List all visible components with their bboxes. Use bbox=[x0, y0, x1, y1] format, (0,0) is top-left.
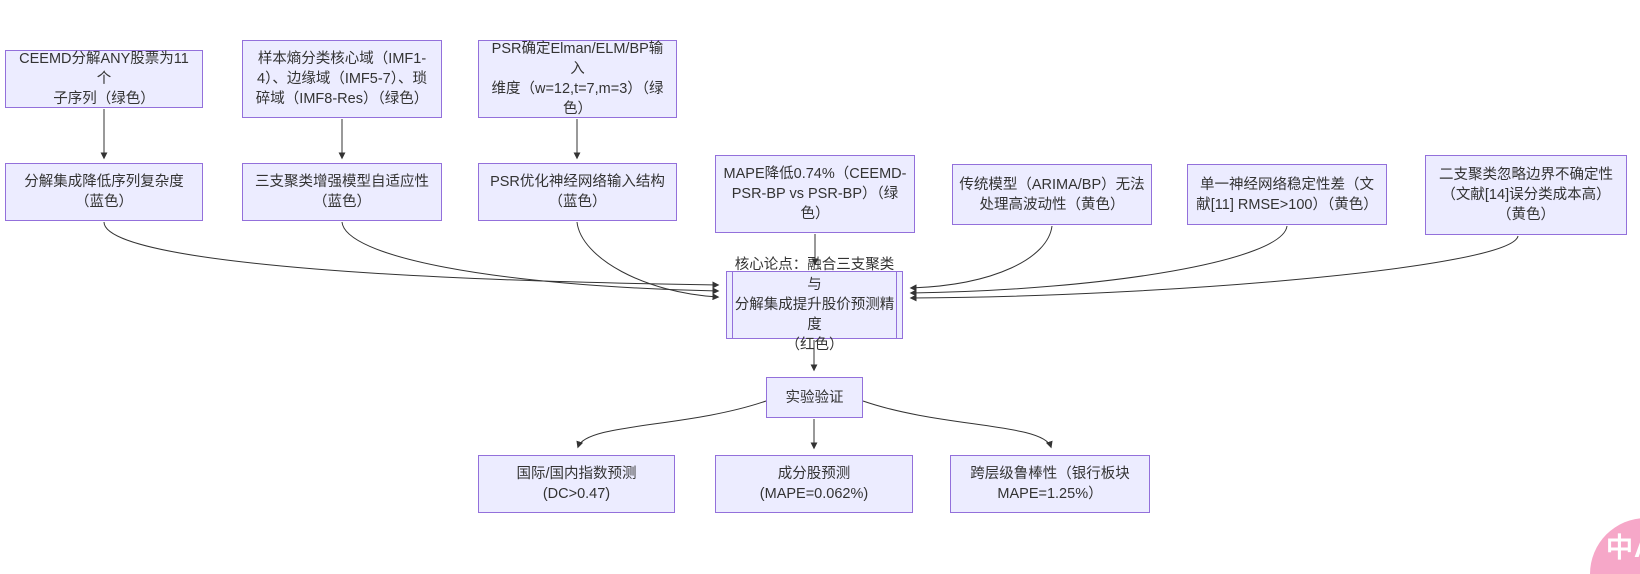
edge-threeway-to-core bbox=[341, 221, 720, 295]
node-psr-benefit: PSR优化神经网络输入结构 （蓝色） bbox=[478, 163, 677, 221]
node-three-way-benefit: 三支聚类增强模型自适应性 （蓝色） bbox=[242, 163, 442, 221]
node-mape-evidence: MAPE降低0.74%（CEEMD- PSR-BP vs PSR-BP）（绿 色… bbox=[715, 155, 915, 233]
node-experiment-validation: 实验验证 bbox=[766, 377, 863, 418]
edge-traditional-to-core bbox=[909, 225, 1053, 292]
node-constituent-prediction: 成分股预测 (MAPE=0.062%) bbox=[715, 455, 913, 513]
edge-psrbenefit-to-core bbox=[576, 221, 720, 301]
edge-twoway-to-core bbox=[909, 235, 1519, 302]
node-traditional-limit: 传统模型（ARIMA/BP）无法 处理高波动性（黄色） bbox=[952, 164, 1152, 225]
node-decompose-benefit: 分解集成降低序列复杂度 （蓝色） bbox=[5, 163, 203, 221]
node-core-thesis: 核心论点：融合三支聚类与 分解集成提升股价预测精度 （红色） bbox=[726, 257, 903, 353]
edge-experiment-to-index bbox=[576, 400, 767, 449]
edge-decompose-to-core bbox=[103, 221, 720, 289]
edge-experiment-to-robustness bbox=[862, 400, 1053, 449]
node-robustness: 跨层级鲁棒性（银行板块 MAPE=1.25%） bbox=[950, 455, 1150, 513]
translate-icon: 中A bbox=[1606, 533, 1640, 563]
translate-button[interactable]: 中A bbox=[1590, 518, 1640, 574]
node-index-prediction: 国际/国内指数预测 (DC>0.47) bbox=[478, 455, 675, 513]
node-psr-dimension: PSR确定Elman/ELM/BP输入 维度（w=12,t=7,m=3）（绿 色… bbox=[478, 40, 677, 118]
node-sample-entropy: 样本熵分类核心域（IMF1- 4）、边缘域（IMF5-7）、琐 碎域（IMF8-… bbox=[242, 40, 442, 118]
node-two-way-limit: 二支聚类忽略边界不确定性 （文献[14]误分类成本高） （黄色） bbox=[1425, 155, 1627, 235]
node-single-nn-limit: 单一神经网络稳定性差（文 献[11] RMSE>100）（黄色） bbox=[1187, 164, 1387, 225]
edge-singlenn-to-core bbox=[909, 225, 1288, 297]
node-ceemd-decompose: CEEMD分解ANY股票为11个 子序列（绿色） bbox=[5, 50, 203, 108]
